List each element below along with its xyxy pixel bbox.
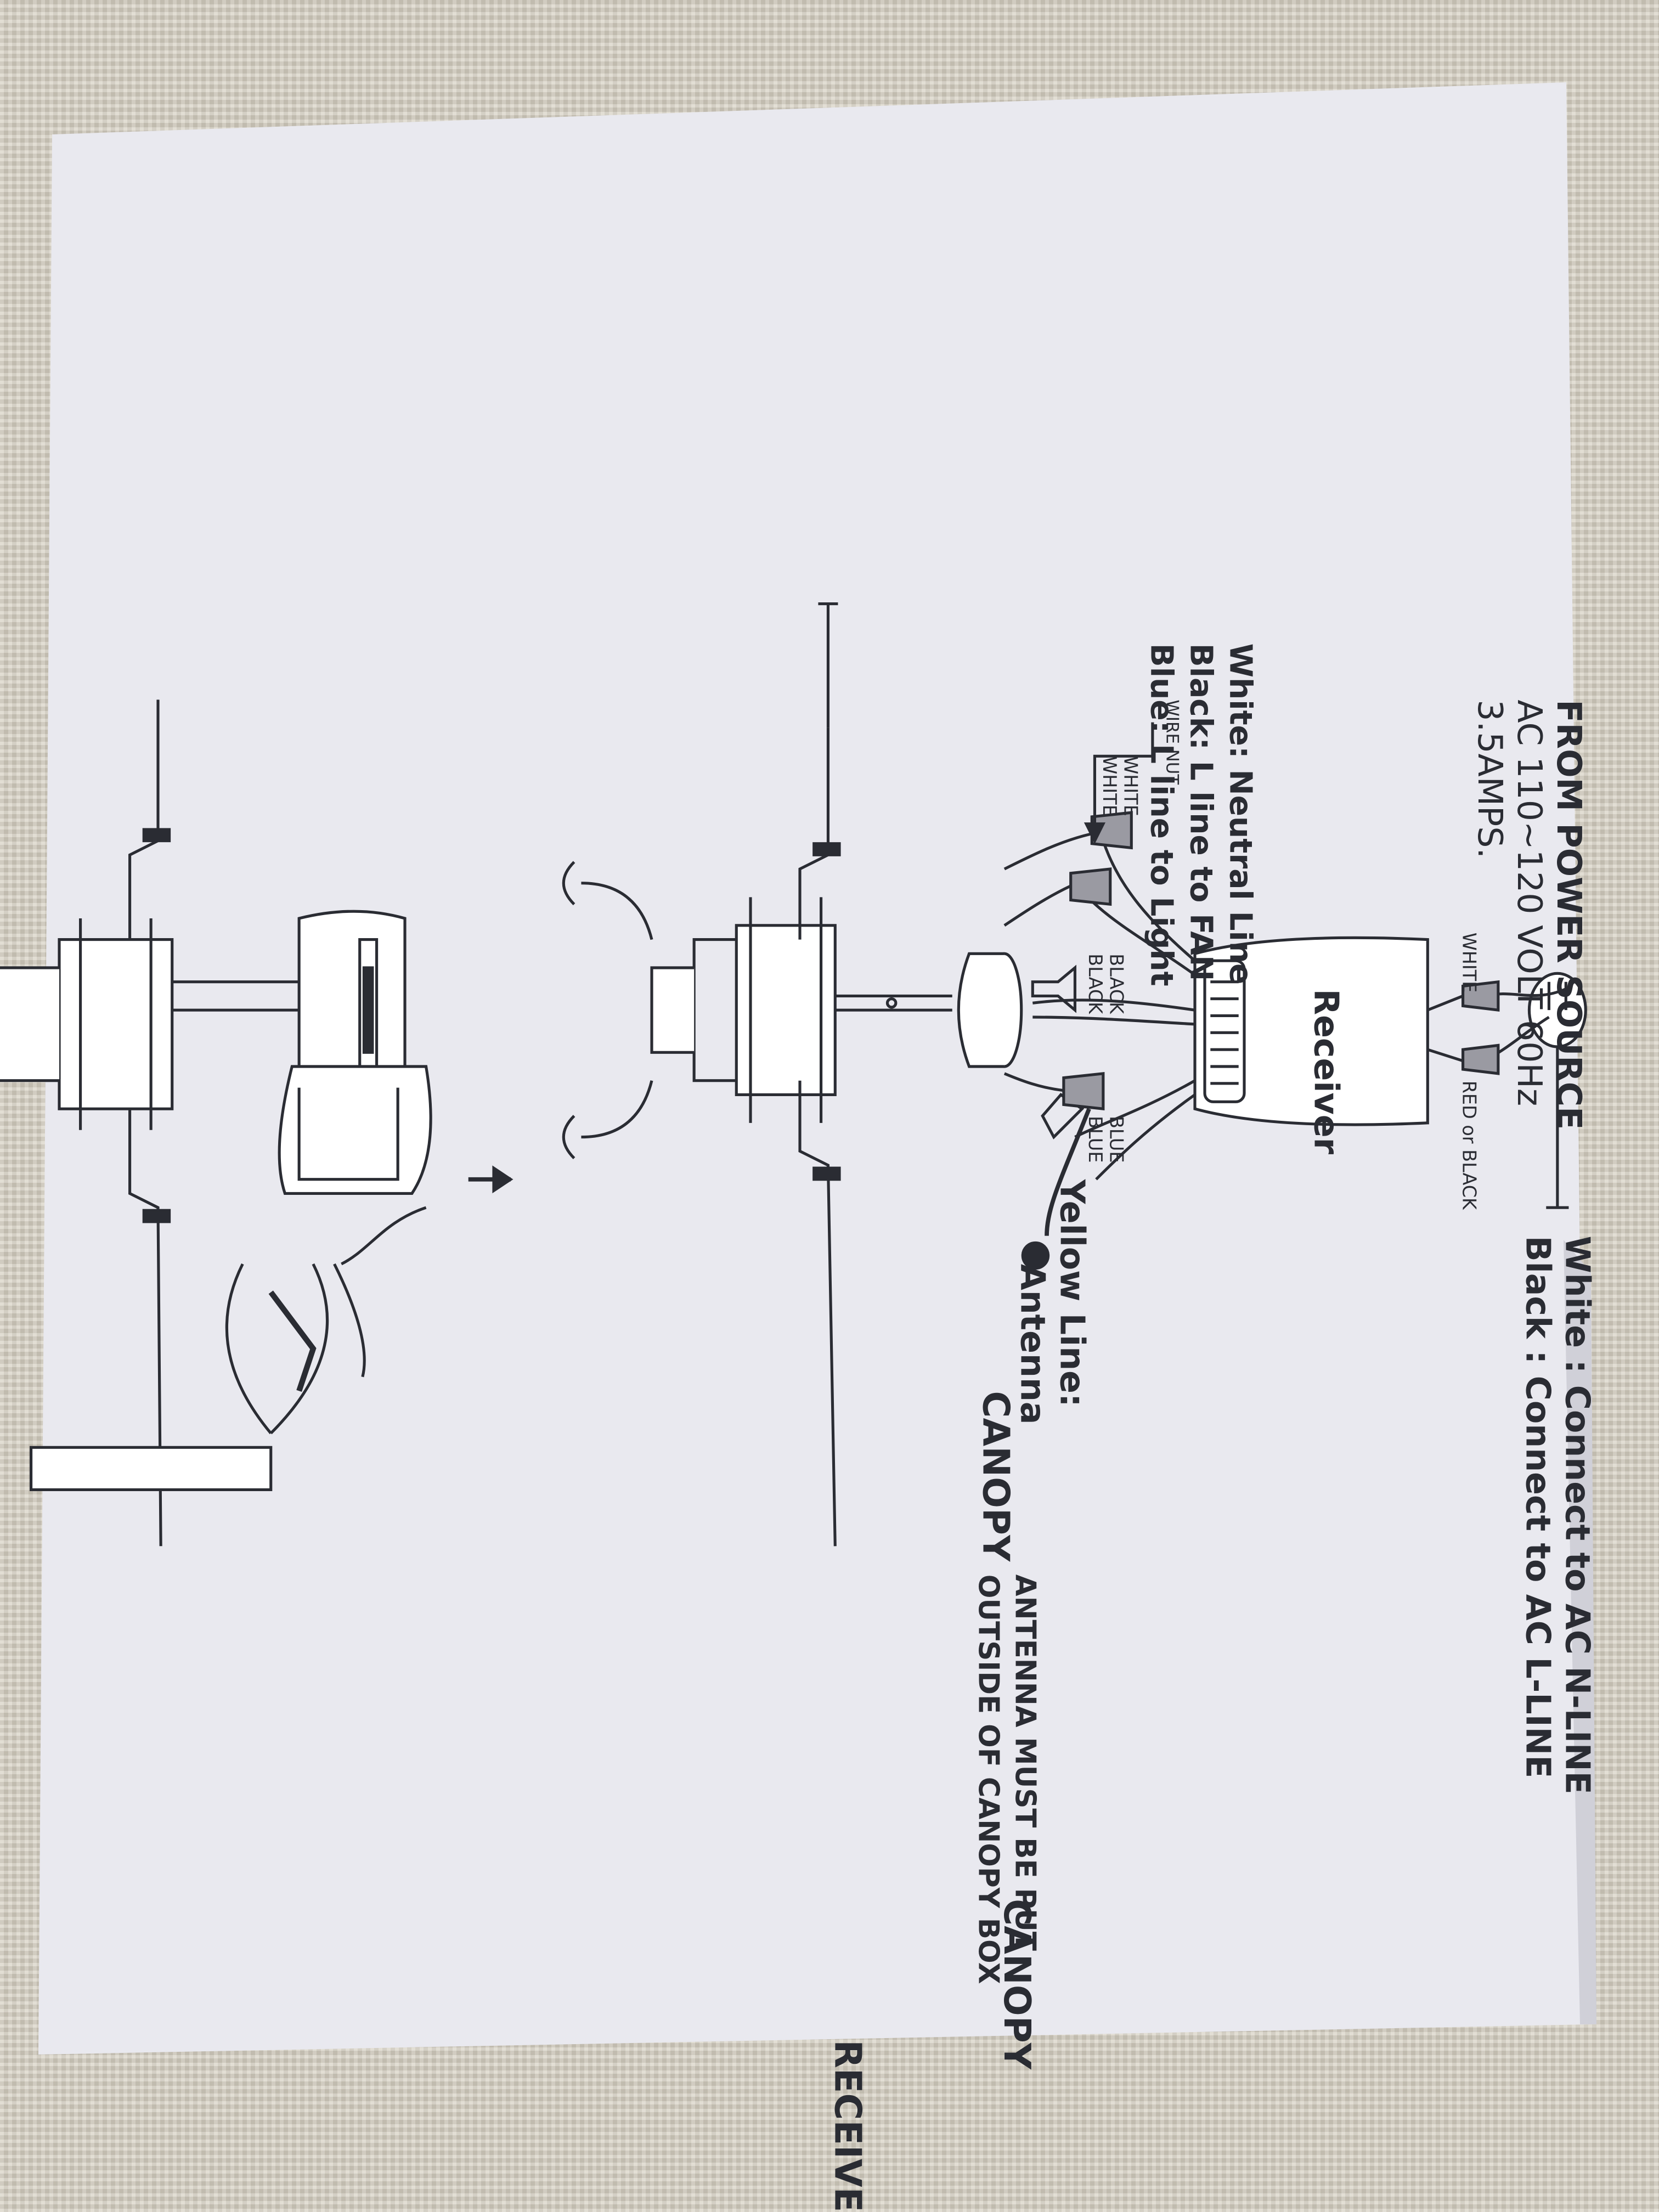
input-wire-nuts <box>1427 980 1567 1075</box>
receiver-right-label: RECEIVER <box>826 2040 869 2212</box>
left-fan-motor <box>562 861 1023 1159</box>
canopy-detail <box>268 1065 432 1392</box>
black-label-1: BLACK <box>1106 953 1127 1014</box>
blue-label-1: BLUE <box>1106 1116 1127 1163</box>
receiver-insert <box>30 1263 329 1491</box>
right-fan-blades <box>128 699 171 1547</box>
power-source-line3: 3.5AMPS. <box>1470 699 1510 859</box>
wire-nut-label: WIRE NUT <box>1163 699 1182 785</box>
yellow-line-label-2: Antenna <box>1013 1264 1053 1425</box>
canopy-right-label: CANOPY <box>996 1899 1039 2070</box>
antenna-note-1: ANTENNA MUST BE PUT <box>1008 1575 1041 1951</box>
wire-nut-callout <box>1084 722 1154 844</box>
white-top-label: WHITE <box>1459 933 1480 993</box>
power-source-line2: AC 110~120 VOLT 60Hz <box>1510 699 1549 1106</box>
receiver-label: Receiver <box>1307 989 1346 1155</box>
paper-shadow-fold <box>1564 1240 1596 2024</box>
left-fan-blades <box>798 602 841 1547</box>
output-wires <box>1021 840 1196 1270</box>
receiver-module <box>1193 936 1429 1126</box>
right-fan-motor <box>0 910 407 1132</box>
white-connect-label: White : Connect to AC N-LINE <box>1558 1236 1597 1795</box>
white-left-1: WHITE <box>1120 756 1141 816</box>
antenna-note-2: OUTSIDE OF CANOPY BOX <box>972 1575 1005 1984</box>
lower-wire-nuts <box>1003 811 1133 1111</box>
legend-white: White: Neutral Line <box>1222 644 1259 985</box>
legend-blue: Blue: L line to Light <box>1143 644 1180 986</box>
power-source-line1: FROM POWER SOURCE <box>1549 699 1589 1130</box>
legend-black: Black: L line to FAN <box>1183 644 1219 981</box>
white-left-2: WHITE <box>1099 756 1120 816</box>
yellow-line-label-1: Yellow Line: <box>1053 1179 1092 1407</box>
canopy-left-label: CANOPY <box>974 1391 1017 1562</box>
antenna-arrow <box>468 1165 514 1194</box>
power-source-box <box>1527 972 1587 1209</box>
blue-label-2: BLUE <box>1085 1116 1106 1163</box>
red-or-black-label: RED or BLACK <box>1459 1081 1480 1210</box>
black-connect-label: Black : Connect to AC L-LINE <box>1518 1236 1558 1779</box>
black-label-2: BLACK <box>1085 953 1106 1014</box>
